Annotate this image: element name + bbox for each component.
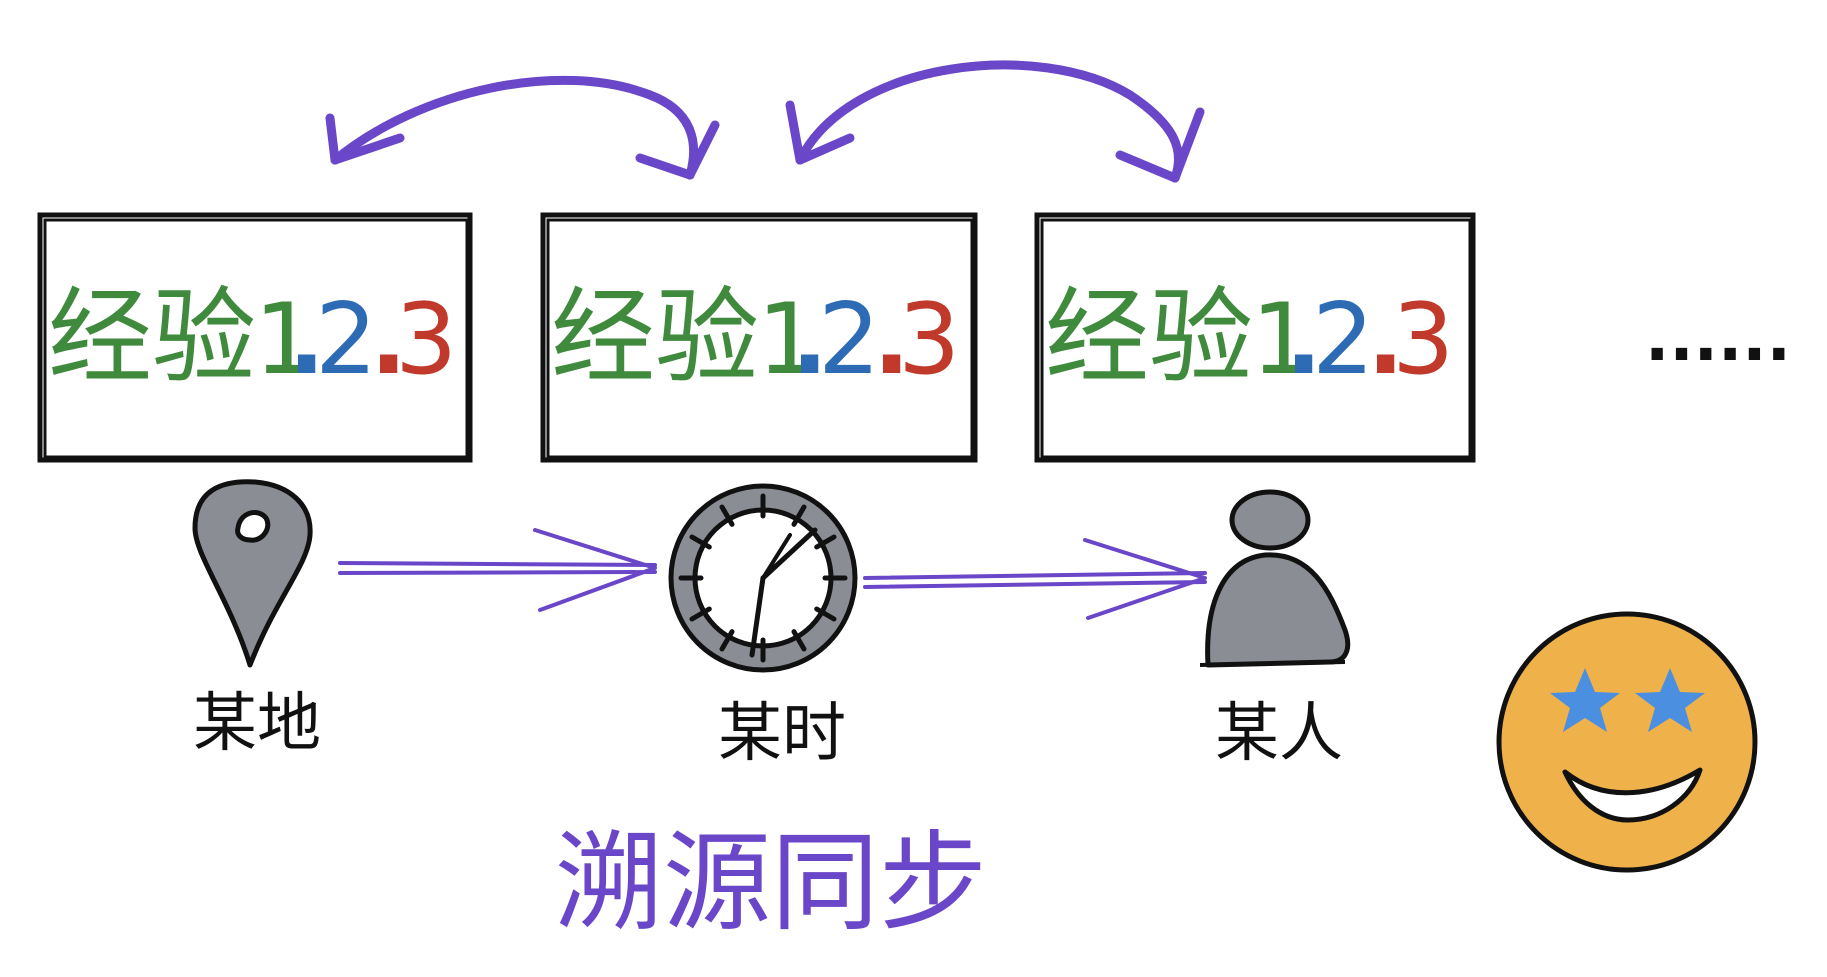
- card-dot-2: .: [1367, 283, 1404, 397]
- location-pin-icon: [192, 479, 313, 668]
- card-word: 经验: [48, 276, 256, 398]
- person-label: 某人: [1215, 697, 1343, 771]
- card-number-1: 1: [1251, 283, 1313, 397]
- card-frame-inner: [1040, 218, 1472, 459]
- card-frame: [540, 212, 978, 463]
- right-star-eye: [1635, 668, 1705, 732]
- flow-arrow-2: [863, 538, 1207, 620]
- card-frame-inner: [43, 218, 469, 459]
- card-dot-1: .: [288, 283, 325, 397]
- card-frame: [1034, 212, 1476, 463]
- card-frame-inner: [546, 218, 974, 459]
- card-number-3: 3: [898, 283, 960, 397]
- star-eyes-smile-emoji: [1496, 611, 1758, 873]
- card-number-2: 2: [315, 283, 377, 397]
- clock-icon: [668, 483, 858, 673]
- card-dot-1: .: [1285, 283, 1322, 397]
- card-number-2: 2: [818, 283, 880, 397]
- experience-card: 经验1.2.3: [540, 212, 978, 463]
- card-number-1: 1: [254, 283, 316, 397]
- card-word: 经验: [551, 276, 759, 398]
- experience-card: 经验1.2.3: [1034, 212, 1476, 463]
- clock-tick: [791, 629, 807, 652]
- ellipsis-text: ......: [1645, 302, 1791, 376]
- clock-tick: [791, 504, 807, 527]
- left-star-eye: [1550, 668, 1620, 732]
- clock-tick: [719, 504, 735, 527]
- clock-tick: [719, 629, 735, 652]
- bidirectional-arrow-2: [785, 60, 1205, 183]
- person-icon: [1199, 489, 1351, 668]
- clock-tick: [689, 606, 712, 622]
- card-number-2: 2: [1312, 283, 1374, 397]
- clock-tick: [814, 606, 837, 622]
- card-number-3: 3: [395, 283, 457, 397]
- labels-layer: 某地 某时 某人: [193, 687, 1343, 771]
- card-dot-2: .: [873, 283, 910, 397]
- card-number-1: 1: [757, 283, 819, 397]
- diagram-title: 溯源同步: [555, 821, 987, 946]
- flow-arrow-1: [338, 528, 657, 612]
- clock-label: 某时: [718, 697, 846, 771]
- card-frame: [37, 212, 473, 463]
- card-number-3: 3: [1392, 283, 1454, 397]
- card-word: 经验: [1045, 276, 1253, 398]
- location-pin-label: 某地: [193, 687, 321, 761]
- card-dot-1: .: [791, 283, 828, 397]
- card-dot-2: .: [370, 283, 407, 397]
- experience-card: 经验1.2.3: [37, 212, 473, 463]
- clock-tick: [814, 534, 837, 550]
- smile-mouth: [1562, 767, 1703, 823]
- bidirectional-arrow-1: [325, 75, 720, 180]
- clock-tick: [689, 534, 712, 550]
